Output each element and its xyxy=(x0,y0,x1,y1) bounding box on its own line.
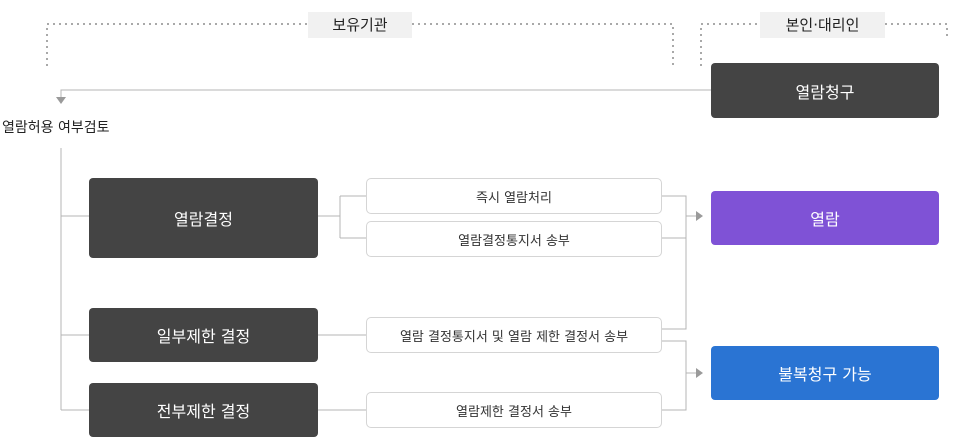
view-arrow xyxy=(696,211,703,221)
partial-to-view-line xyxy=(662,238,687,330)
appeal-box: 불복청구 가능 xyxy=(711,346,939,400)
immediate-view-pill: 즉시 열람처리 xyxy=(366,178,662,214)
applicant-bracket xyxy=(700,23,948,66)
full-to-view-line xyxy=(662,195,696,239)
full-decision-fork xyxy=(318,195,366,239)
holder-bracket xyxy=(46,23,674,66)
request-box: 열람청구 xyxy=(711,63,939,118)
applicant-label: 본인·대리인 xyxy=(760,12,885,38)
restriction-send-pill: 열람제한 결정서 송부 xyxy=(366,392,662,428)
review-branch-line xyxy=(60,148,89,411)
review-arrow xyxy=(56,97,66,104)
to-appeal-line xyxy=(662,340,696,411)
denied-decision-box: 전부제한 결정 xyxy=(89,383,318,437)
partial-decision-box: 일부제한 결정 xyxy=(89,308,318,362)
request-to-review-line xyxy=(60,89,711,97)
review-label: 열람허용 여부검토 xyxy=(2,120,110,136)
appeal-arrow xyxy=(696,368,703,378)
full-decision-box: 열람결정 xyxy=(89,178,318,258)
view-box: 열람 xyxy=(711,191,939,245)
partial-notice-pill: 열람 결정통지서 및 열람 제한 결정서 송부 xyxy=(366,317,662,353)
notice-send-pill: 열람결정통지서 송부 xyxy=(366,221,662,257)
holder-label: 보유기관 xyxy=(308,12,412,38)
